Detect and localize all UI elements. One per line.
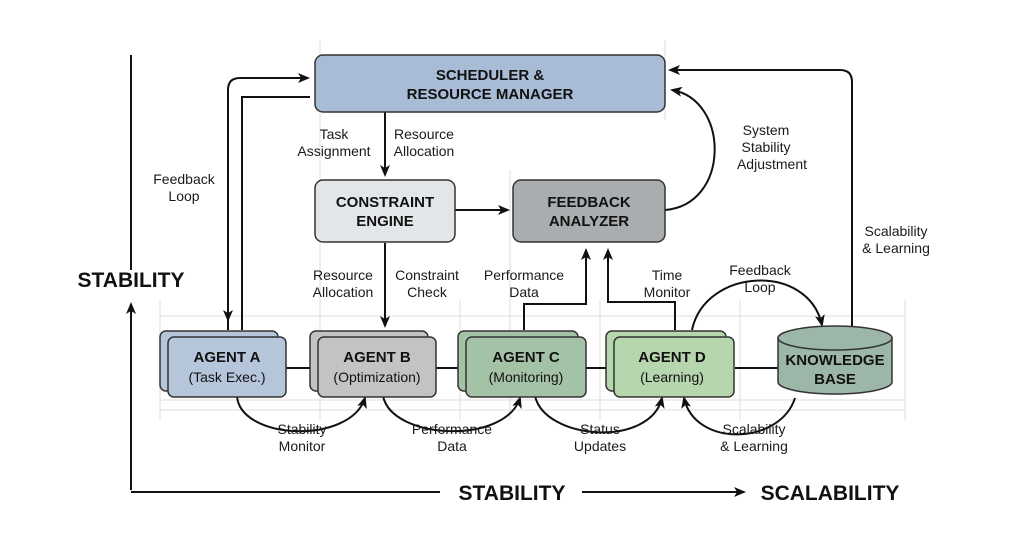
label-scalability-bottom-2: & Learning xyxy=(720,438,788,454)
label-stability-monitor-2: Monitor xyxy=(279,438,326,454)
constraint-line1: CONSTRAINT xyxy=(336,194,434,211)
axis-label-vertical-stability: STABILITY xyxy=(78,269,185,292)
label-scalability-bottom-1: Scalability xyxy=(722,421,785,437)
label-performance-data-bottom-2: Data xyxy=(437,438,467,454)
label-stability-monitor-1: Stability xyxy=(277,421,326,437)
label-resource-allocation-top-1: Resource xyxy=(394,126,454,142)
agent-c-node: AGENT C (Monitoring) xyxy=(457,330,587,398)
label-time-monitor-2: Monitor xyxy=(644,284,691,300)
constraint-line2: ENGINE xyxy=(356,213,414,230)
label-system-stability-1: System xyxy=(743,122,790,138)
agent-d-node: AGENT D (Learning) xyxy=(605,330,735,398)
agent-c-title: AGENT C xyxy=(492,349,560,366)
agent-c-subtitle: (Monitoring) xyxy=(489,369,564,385)
label-scalability-right-1: Scalability xyxy=(864,223,927,239)
axis-label-scalability: SCALABILITY xyxy=(761,482,900,505)
agent-b-title: AGENT B xyxy=(343,349,411,366)
label-feedback-loop-left-1: Feedback xyxy=(153,171,215,187)
label-feedback-loop-left-2: Loop xyxy=(168,188,199,204)
label-constraint-check-2: Check xyxy=(407,284,448,300)
stability-scalability-axes xyxy=(126,55,746,497)
axis-label-horizontal-stability: STABILITY xyxy=(459,482,566,505)
label-status-updates-2: Updates xyxy=(574,438,626,454)
scheduler-line1: SCHEDULER & xyxy=(436,67,545,84)
label-status-updates-1: Status xyxy=(580,421,620,437)
label-time-monitor-1: Time xyxy=(652,267,683,283)
feedback-analyzer-node: FEEDBACK ANALYZER xyxy=(512,179,666,243)
constraint-engine-node: CONSTRAINT ENGINE xyxy=(314,179,456,243)
agent-a-subtitle: (Task Exec.) xyxy=(188,369,265,385)
label-performance-data-mid-1: Performance xyxy=(484,267,564,283)
diagram-edges xyxy=(223,65,853,436)
agent-b-subtitle: (Optimization) xyxy=(333,369,420,385)
label-system-stability-2: Stability xyxy=(741,139,790,155)
label-task-assignment-1: Task xyxy=(320,126,350,142)
label-feedback-loop-kb-2: Loop xyxy=(744,279,775,295)
agent-a-title: AGENT A xyxy=(194,349,261,366)
label-scalability-right-2: & Learning xyxy=(862,240,930,256)
knowledge-line2: BASE xyxy=(814,371,856,388)
agent-a-node: AGENT A (Task Exec.) xyxy=(159,330,287,398)
agent-b-node: AGENT B (Optimization) xyxy=(309,330,437,398)
scheduler-line2: RESOURCE MANAGER xyxy=(407,86,574,103)
label-task-assignment-2: Assignment xyxy=(297,143,370,159)
label-resource-allocation-mid-1: Resource xyxy=(313,267,373,283)
label-resource-allocation-top-2: Allocation xyxy=(394,143,455,159)
label-constraint-check-1: Constraint xyxy=(395,267,459,283)
feedback-line1: FEEDBACK xyxy=(547,194,631,211)
knowledge-base-node: KNOWLEDGE BASE xyxy=(777,325,893,395)
label-performance-data-mid-2: Data xyxy=(509,284,539,300)
label-system-stability-3: Adjustment xyxy=(737,156,807,172)
label-feedback-loop-kb-1: Feedback xyxy=(729,262,791,278)
agent-d-title: AGENT D xyxy=(638,349,706,366)
edge-labels: Task Assignment Resource Allocation Syst… xyxy=(153,122,930,454)
scheduler-resource-manager-node: SCHEDULER & RESOURCE MANAGER xyxy=(314,54,666,113)
label-performance-data-bottom-1: Performance xyxy=(412,421,492,437)
agent-d-subtitle: (Learning) xyxy=(640,369,704,385)
feedback-line2: ANALYZER xyxy=(549,213,629,230)
label-resource-allocation-mid-2: Allocation xyxy=(313,284,374,300)
knowledge-line1: KNOWLEDGE xyxy=(785,352,884,369)
